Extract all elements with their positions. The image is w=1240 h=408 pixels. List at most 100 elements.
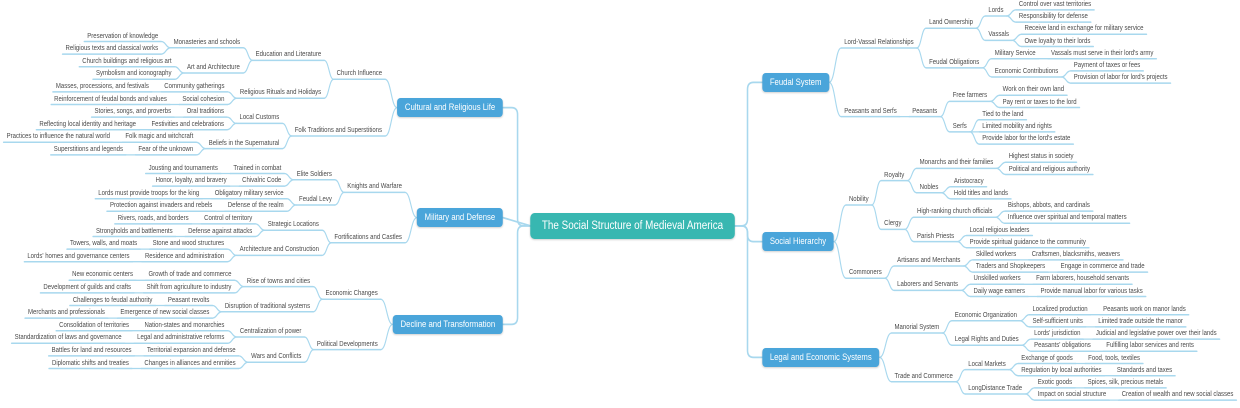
map-node[interactable]: Local religious leaders [969,226,1030,234]
map-node[interactable]: Hold titles and lands [953,189,1009,197]
map-node[interactable]: Emergence of new social classes [120,309,210,317]
map-node[interactable]: Fear of the unknown [138,145,194,153]
map-node[interactable]: Impact on social structure [1037,391,1107,399]
branch-node[interactable]: Decline and Transformation [392,314,503,334]
map-node[interactable]: Folk magic and witchcraft [125,133,194,141]
map-node[interactable]: New economic centers [72,271,134,279]
map-node[interactable]: Nobles [919,183,939,191]
map-node[interactable]: Community gatherings [164,82,225,90]
map-node[interactable]: Payment of taxes or fees [1073,61,1141,69]
map-node[interactable]: Royalty [884,171,905,179]
map-node[interactable]: Territorial expansion and defense [147,346,236,354]
map-node[interactable]: Standardization of laws and governance [14,334,122,342]
branch-node[interactable]: Legal and Economic Systems [762,347,880,367]
map-node[interactable]: Vassals must serve in their lord's army [1051,49,1154,57]
map-node[interactable]: Strongholds and battlements [96,227,173,235]
map-node[interactable]: Peasant revolts [167,296,210,304]
map-node[interactable]: Influence over spiritual and temporal ma… [1007,214,1127,222]
map-node[interactable]: Pay rent or taxes to the lord [1002,98,1077,106]
branch-node[interactable]: Cultural and Religious Life [397,98,503,118]
map-node[interactable]: Legal and administrative reforms [137,334,225,342]
map-node[interactable]: Festivities and celebrations [151,120,225,128]
map-node[interactable]: Masses, processions, and festivals [55,82,149,90]
branch-node[interactable]: Social Hierarchy [762,232,834,252]
map-node[interactable]: Economic Organization [954,311,1017,319]
map-node[interactable]: Traders and Shopkeepers [975,263,1046,271]
map-node[interactable]: Lords' homes and governance centers [27,252,130,260]
map-node[interactable]: Owe loyalty to their lords [1024,37,1091,45]
map-node[interactable]: Monarchs and their families [919,159,994,167]
map-node[interactable]: Standards and taxes [1116,366,1173,374]
map-node[interactable]: Manorial System [894,324,940,331]
map-node[interactable]: Tied to the land [982,110,1024,118]
map-node[interactable]: Economic Changes [325,290,378,298]
map-node[interactable]: Beliefs in the Supernatural [208,139,280,147]
map-node[interactable]: Receive land in exchange for military se… [1024,25,1144,33]
map-node[interactable]: Commoners [848,269,882,277]
map-node[interactable]: Rivers, roads, and borders [117,214,189,222]
map-node[interactable]: Regulation by local authorities [1021,366,1102,374]
map-node[interactable]: Art and Architecture [186,64,240,71]
map-node[interactable]: Trade and Commerce [894,372,953,380]
map-node[interactable]: Legal Rights and Duties [954,336,1019,344]
map-node[interactable]: Consolidation of territories [59,321,130,329]
map-node[interactable]: Shift from agriculture to industry [146,283,232,291]
map-node[interactable]: Land Ownership [929,19,973,27]
map-node[interactable]: Reflecting local identity and heritage [39,120,137,128]
map-node[interactable]: Local Customs [239,114,280,122]
map-node[interactable]: Stories, songs, and proverbs [94,108,172,116]
map-node[interactable]: Centralization of power [239,328,302,335]
map-node[interactable]: Spices, silk, precious metals [1087,378,1164,386]
map-node[interactable]: Fulfilling labor services and rents [1106,342,1194,350]
map-node[interactable]: Serfs [952,122,967,130]
map-node[interactable]: Nobility [848,196,869,203]
map-node[interactable]: Development of guilds and crafts [43,283,132,291]
map-node[interactable]: Exotic goods [1037,378,1073,386]
map-node[interactable]: Food, tools, textiles [1088,354,1141,362]
map-node[interactable]: Peasants [912,107,938,115]
map-node[interactable]: Laborers and Servants [897,281,959,289]
map-node[interactable]: Trained in combat [233,164,282,172]
map-node[interactable]: Rise of towns and cities [246,277,311,285]
map-node[interactable]: Political and religious authority [1008,165,1090,173]
map-node[interactable]: Merchants and professionals [28,309,105,317]
map-node[interactable]: Obligatory military service [214,189,284,197]
map-node[interactable]: Preservation of knowledge [87,32,159,40]
map-node[interactable]: Honor, loyalty, and bravery [155,177,227,185]
map-node[interactable]: High-ranking church officials [916,208,993,216]
map-node[interactable]: Provision of labor for lord's projects [1073,74,1168,82]
map-node[interactable]: Lords [988,7,1004,14]
map-node[interactable]: Protection against invaders and rebels [109,202,213,210]
map-node[interactable]: Monasteries and schools [173,38,241,46]
map-node[interactable]: Aristocracy [953,177,984,185]
map-node[interactable]: Wars and Conflicts [251,353,302,361]
map-node[interactable]: Bishops, abbots, and cardinals [1007,202,1090,210]
map-node[interactable]: Religious Rituals and Holidays [239,89,322,97]
map-node[interactable]: Church buildings and religious art [82,57,172,65]
map-node[interactable]: Battles for land and resources [51,346,132,354]
map-node[interactable]: Feudal Levy [299,196,332,203]
map-node[interactable]: Reinforcement of feudal bonds and values [54,95,167,103]
map-node[interactable]: Feudal Obligations [929,58,980,66]
map-node[interactable]: Responsibility for defense [1018,13,1088,21]
map-node[interactable]: Provide labor for the lord's estate [982,135,1071,143]
map-node[interactable]: Peasants and Serfs [844,107,897,115]
map-node[interactable]: Towers, walls, and moats [69,240,138,248]
map-node[interactable]: Strategic Locations [267,221,319,229]
map-node[interactable]: Chivalric Code [242,177,282,185]
map-node[interactable]: Nation-states and monarchies [144,321,225,329]
map-node[interactable]: Elite Soldiers [296,170,332,178]
map-node[interactable]: Control of territory [204,214,253,222]
map-node[interactable]: Defense against attacks [188,227,253,235]
map-node[interactable]: Vassals [988,31,1010,39]
map-node[interactable]: Control over vast territories [1018,0,1092,8]
map-node[interactable]: Judicial and legislative power over thei… [1095,330,1217,338]
map-node[interactable]: Clergy [884,220,902,228]
map-node[interactable]: LongDistance Trade [968,385,1023,392]
map-node[interactable]: Provide spiritual guidance to the commun… [969,238,1086,246]
map-node[interactable]: Superstitions and legends [53,145,123,153]
map-node[interactable]: Self-sufficient units [1032,317,1083,325]
map-node[interactable]: Artisans and Merchants [897,257,961,264]
map-node[interactable]: Parish Priests [916,232,955,240]
map-node[interactable]: Religious texts and classical works [65,45,159,53]
